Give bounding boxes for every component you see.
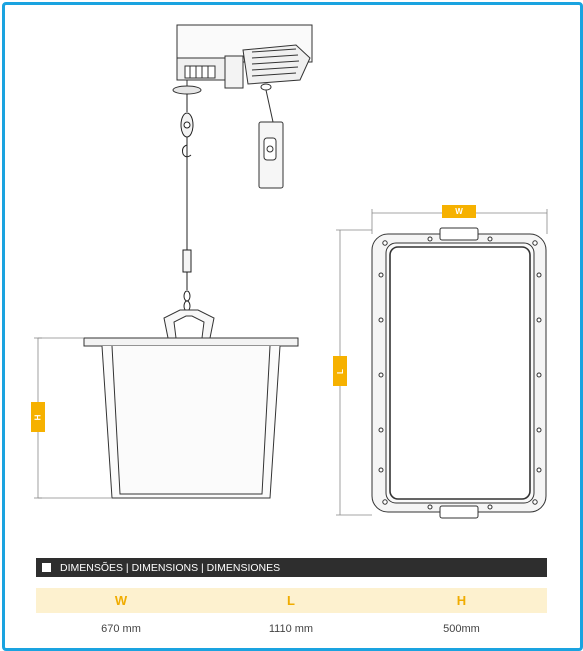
dimensions-table-title: DIMENSÕES | DIMENSIONS | DIMENSIONES: [60, 561, 281, 574]
dimensions-column-headers: W L H: [36, 588, 547, 613]
column-header-h: H: [456, 593, 467, 608]
value-l: 1110 mm: [268, 623, 314, 635]
dimension-tag-w: W: [442, 205, 476, 218]
dimension-tag-l-label: L: [335, 368, 345, 374]
pendant-control: [258, 83, 284, 189]
bucket-top-view: [336, 209, 548, 519]
value-w: 670 mm: [101, 623, 141, 635]
hoist-motor: [172, 24, 313, 95]
column-header-l: L: [287, 593, 295, 608]
dimensions-table-header: DIMENSÕES | DIMENSIONS | DIMENSIONES: [36, 558, 547, 577]
dimension-tag-l: L: [333, 356, 347, 386]
dimension-tag-h: H: [31, 402, 45, 432]
square-bullet-icon: [42, 563, 51, 572]
wire-rope: [180, 94, 194, 312]
bucket-side-view: [34, 309, 299, 499]
dimension-tag-h-label: H: [33, 414, 43, 420]
column-header-w: W: [114, 593, 128, 608]
dimension-tag-w-label: W: [455, 207, 463, 216]
dimensions-values-row: 670 mm 1110 mm 500mm: [36, 619, 547, 639]
value-h: 500mm: [443, 623, 480, 635]
